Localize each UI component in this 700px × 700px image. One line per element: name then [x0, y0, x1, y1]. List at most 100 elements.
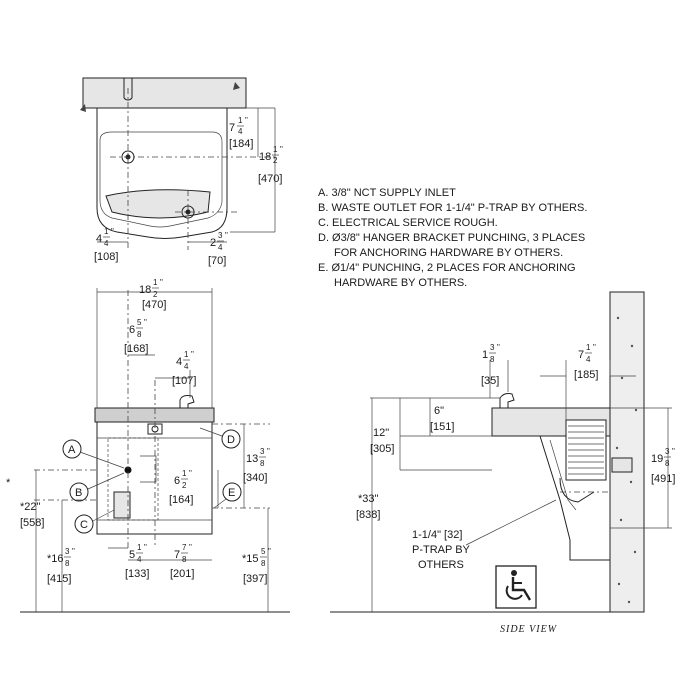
electrical-box [113, 491, 131, 519]
svg-text:E: E [228, 487, 235, 499]
svg-text:": " [497, 343, 500, 352]
svg-text:D: D [227, 434, 235, 446]
side-bubbler [499, 393, 515, 408]
note-d: D. Ø3/8" HANGER BRACKET PUNCHING, 3 PLAC… [318, 232, 585, 244]
svg-text:7: 7 [229, 122, 235, 134]
svg-text:*16: *16 [47, 553, 64, 565]
dim-right-2-3-4: 2 3 4 " [70] [208, 231, 228, 267]
svg-text:*22": *22" [20, 501, 41, 513]
callout-b [69, 482, 89, 502]
dim-6-1-2: 6 1 2 " [164] [169, 469, 193, 506]
dim-12-side: 12" [305] [370, 427, 394, 455]
svg-text:1: 1 [184, 350, 189, 359]
svg-text:C: C [80, 519, 88, 531]
svg-text:12": 12" [373, 427, 389, 439]
svg-text:3: 3 [490, 343, 495, 352]
svg-text:4: 4 [184, 362, 189, 371]
dim-top-7-1-4: 7 1 4 " [184] [229, 116, 253, 150]
svg-text:18: 18 [259, 151, 271, 163]
svg-text:[35]: [35] [481, 375, 499, 387]
front-basin-rim [94, 407, 215, 423]
callout-a [62, 439, 82, 459]
svg-text:1: 1 [482, 349, 488, 361]
svg-text:2: 2 [273, 156, 278, 165]
svg-text:[70]: [70] [208, 255, 226, 267]
dim-1-3-8: 1 3 8 " [35] [481, 343, 500, 387]
callout-e [222, 482, 242, 502]
svg-text:7: 7 [174, 549, 180, 561]
svg-text:8: 8 [490, 355, 495, 364]
svg-text:5: 5 [129, 549, 135, 561]
svg-text:": " [160, 278, 163, 287]
dim-13-3-8: 13 3 8 " [340] [243, 447, 270, 484]
svg-text:*33": *33" [358, 493, 379, 505]
svg-text:P-TRAP BY: P-TRAP BY [412, 544, 471, 556]
svg-text:1: 1 [273, 145, 278, 154]
svg-text:[470]: [470] [258, 173, 282, 185]
dim-15-5-8: *15 5 8 " [397] [242, 547, 271, 585]
svg-text:1: 1 [238, 116, 243, 125]
svg-text:4: 4 [104, 239, 109, 248]
svg-text:[415]: [415] [47, 573, 71, 585]
svg-text:[108]: [108] [94, 251, 118, 263]
svg-text:2: 2 [210, 237, 216, 249]
svg-text:4: 4 [96, 233, 102, 245]
svg-text:1: 1 [153, 278, 158, 287]
svg-text:": " [245, 116, 248, 125]
dim-33-side: *33" [838] [356, 493, 380, 521]
svg-text:1: 1 [104, 227, 109, 236]
note-e-cont: HARDWARE BY OTHERS. [334, 277, 467, 289]
svg-text:2: 2 [153, 290, 158, 299]
svg-text:5: 5 [137, 318, 142, 327]
svg-text:[397]: [397] [243, 573, 267, 585]
top-wall-plate [82, 77, 247, 109]
svg-text:[133]: [133] [125, 568, 149, 580]
svg-text:[558]: [558] [20, 517, 44, 529]
svg-text:OTHERS: OTHERS [418, 559, 464, 571]
svg-text:": " [111, 227, 114, 236]
note-b: B. WASTE OUTLET FOR 1-1/4" P-TRAP BY OTH… [318, 202, 587, 214]
svg-text:3: 3 [218, 231, 223, 240]
svg-text:4: 4 [218, 243, 223, 252]
callout-d [221, 429, 241, 449]
svg-text:1: 1 [137, 543, 142, 552]
dim-left-4-1-4: 4 1 4 " [108] [94, 227, 118, 263]
svg-text:[168]: [168] [124, 343, 148, 355]
side-body-profile [539, 435, 610, 561]
dim-front-width: 18 1 2 " [470] [139, 278, 166, 311]
svg-text:": " [268, 547, 271, 556]
note-e: E. Ø1/4" PUNCHING, 2 PLACES FOR ANCHORIN… [318, 262, 576, 274]
top-basin-shelf [105, 189, 211, 219]
svg-text:1: 1 [586, 343, 591, 352]
svg-text:8: 8 [665, 459, 670, 468]
svg-text:": " [267, 447, 270, 456]
svg-text:6": 6" [434, 405, 444, 417]
svg-text:4: 4 [137, 555, 142, 564]
svg-text:1-1/4" [32]: 1-1/4" [32] [412, 529, 462, 541]
svg-text:4: 4 [586, 355, 591, 364]
svg-text:[340]: [340] [243, 472, 267, 484]
svg-text:4: 4 [238, 127, 243, 136]
dim-16-3-8: *16 3 8 " [415] [47, 547, 75, 585]
svg-text:8: 8 [65, 559, 70, 568]
svg-text:8: 8 [261, 559, 266, 568]
svg-text:3: 3 [665, 447, 670, 456]
ptrap-label: 1-1/4" [32] P-TRAP BY OTHERS [412, 529, 471, 571]
side-view [330, 291, 672, 613]
top-basin-inner [99, 131, 223, 228]
svg-text:19: 19 [651, 453, 663, 465]
svg-text:": " [191, 350, 194, 359]
svg-text:5: 5 [261, 547, 266, 556]
svg-text:8: 8 [260, 459, 265, 468]
svg-text:2: 2 [182, 481, 187, 490]
dim-5-1-4: 5 1 4 " [133] [125, 543, 149, 580]
svg-text:13: 13 [246, 453, 258, 465]
svg-text:[305]: [305] [370, 443, 394, 455]
dim-6-side: 6" [151] [430, 405, 454, 433]
svg-text:7: 7 [182, 543, 187, 552]
svg-text:[470]: [470] [142, 299, 166, 311]
front-view: A B C D E [20, 288, 290, 613]
svg-text:B: B [75, 487, 82, 499]
svg-text:": " [144, 318, 147, 327]
